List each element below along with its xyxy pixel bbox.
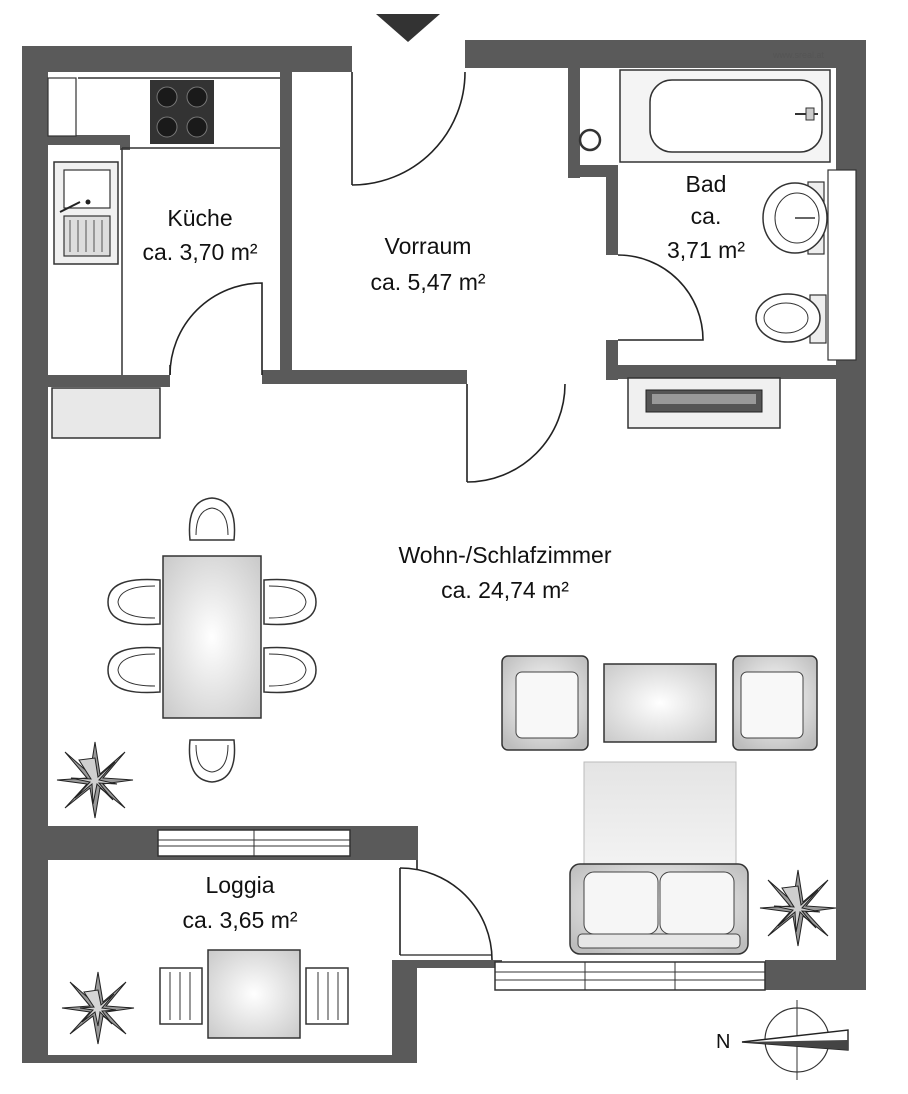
room-name-bad: Bad [686,171,727,197]
entrance-arrow-icon [376,14,440,42]
radiator-icon [51,387,161,439]
sink-icon [53,161,119,265]
sofa-icon [569,863,749,955]
room-area-vorraum: ca. 5,47 m² [370,269,485,295]
stove-icon [150,80,214,144]
compass-icon [741,1000,849,1080]
bathtub-icon [619,69,831,163]
room-name-vorraum: Vorraum [385,233,472,259]
washbasin-icon [762,181,828,255]
room-area-bad: 3,71 m² [667,237,745,263]
compass-north-label: N [716,1031,730,1053]
chair-icon [159,967,349,1025]
doors [169,71,704,961]
plant-icon [56,741,837,1045]
rug [583,761,737,883]
loggia-table [207,949,301,1039]
coffee-table [603,663,717,743]
room-area-kueche: ca. 3,70 m² [142,239,257,265]
room-area-prefix-bad: ca. [691,203,722,229]
room-name-kueche: Küche [167,205,232,231]
chair-icon [107,497,317,783]
room-name-loggia: Loggia [205,872,274,898]
room-name-wohn: Wohn-/Schlafzimmer [398,542,611,568]
armchair-icon [501,655,818,751]
toilet-icon [755,293,827,344]
dining-table [162,555,262,719]
windows [47,77,857,991]
inner-walls [48,68,843,387]
room-area-loggia: ca. 3,65 m² [182,907,297,933]
radiator-icon [627,377,781,429]
kitchen-counter [78,77,280,375]
watermark: www.sreal.at [772,50,825,60]
room-area-wohn: ca. 24,74 m² [441,577,569,603]
pipe-icon [578,128,602,152]
